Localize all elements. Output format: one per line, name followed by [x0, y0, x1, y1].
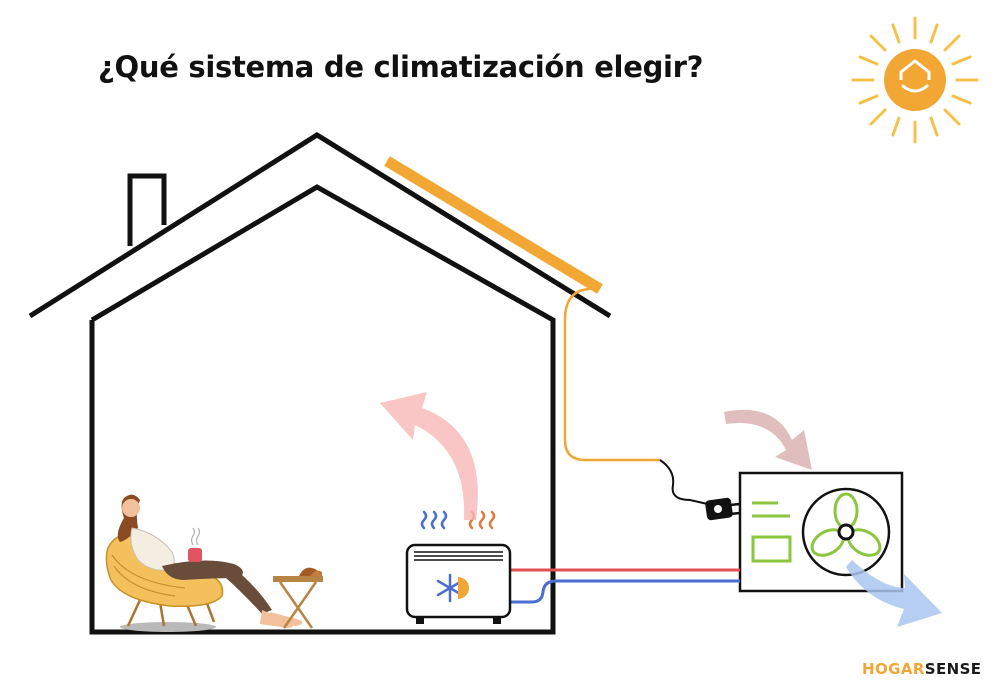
chimney	[127, 173, 167, 246]
warm-air-arrow	[380, 392, 478, 520]
brand-part-2: SENSE	[924, 660, 982, 678]
page-title: ¿Qué sistema de climatización elegir?	[98, 50, 704, 84]
cold-pipe	[510, 579, 740, 604]
radiator-icon	[405, 510, 512, 624]
brand-part-1: HOGAR	[862, 660, 925, 678]
solar-cable	[563, 287, 660, 462]
plug-icon	[705, 497, 741, 521]
power-cable	[659, 459, 713, 506]
cool-air-exhaust-arrow	[846, 560, 942, 627]
roof	[28, 132, 612, 319]
solar-panel	[384, 156, 603, 294]
house	[28, 132, 612, 635]
side-table	[273, 567, 323, 629]
air-intake-arrow	[724, 409, 812, 470]
house-wall	[89, 184, 556, 635]
heat-pump-icon	[738, 471, 904, 593]
brand-logo: HOGARSENSE	[862, 660, 981, 678]
person-in-armchair	[105, 494, 303, 632]
sun-house-icon	[851, 16, 979, 144]
